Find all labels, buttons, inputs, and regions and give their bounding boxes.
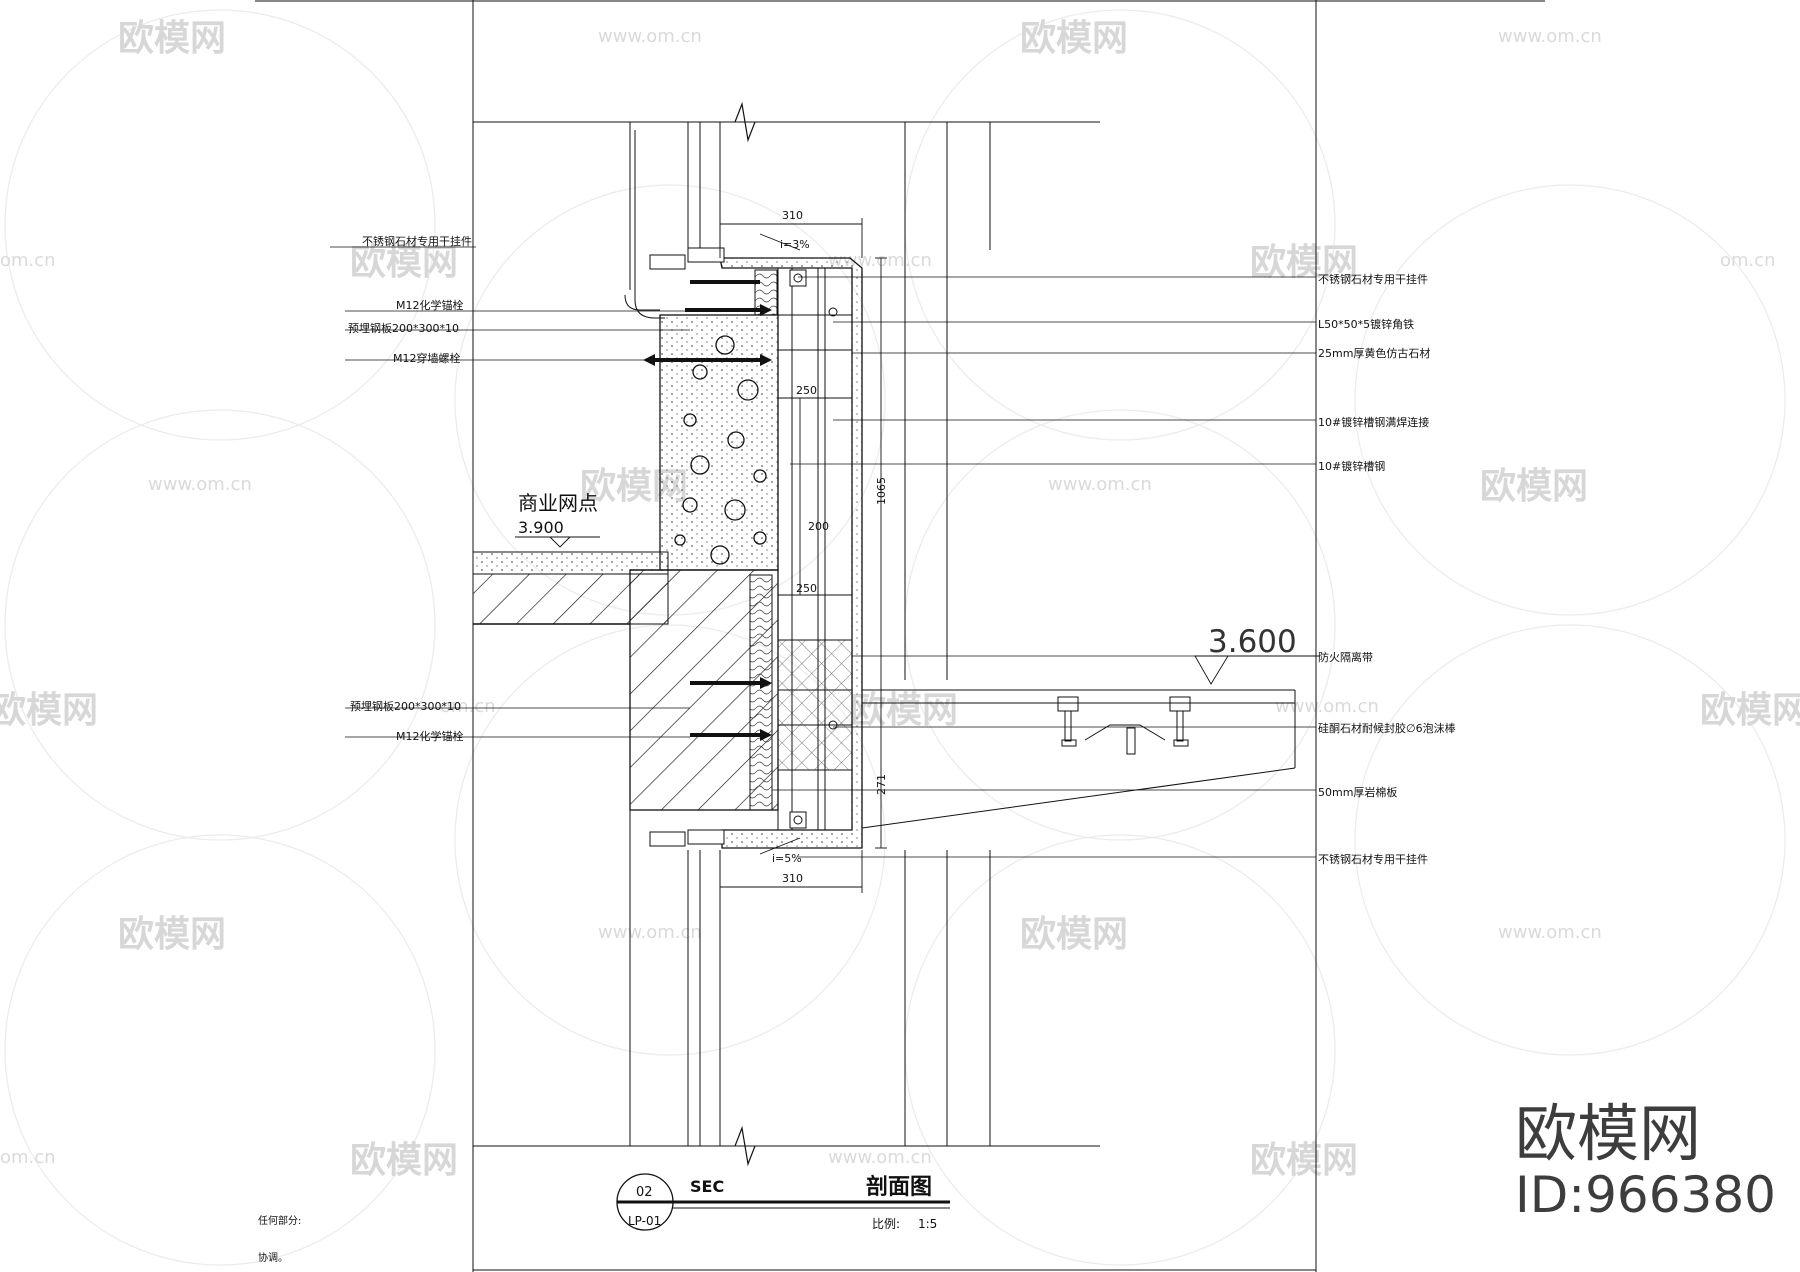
dimension-lines <box>719 218 887 893</box>
section-code: SEC <box>690 1177 724 1196</box>
callout-left-0: 不锈钢石材专用干挂件 <box>362 234 472 248</box>
watermark-url: www.om.cn <box>828 1147 932 1168</box>
brand-id: ID:966380 <box>1515 1166 1776 1224</box>
watermark-url: www.om.cn <box>148 474 252 495</box>
callout-left-5: M12化学锚栓 <box>396 729 464 743</box>
watermark-brand: 欧模网 <box>1250 1140 1358 1181</box>
dim-250-top: 250 <box>796 384 817 397</box>
watermark-brand: 欧模网 <box>1020 18 1128 59</box>
dim-bottom-width: 310 <box>782 872 803 885</box>
section-title: 剖面图 <box>866 1174 932 1200</box>
callout-right-3: 10#镀锌槽钢满焊连接 <box>1318 415 1429 429</box>
watermark-brand: 欧模网 <box>350 242 458 283</box>
watermark-url: om.cn <box>1720 250 1776 271</box>
callout-left-1: M12化学锚栓 <box>396 298 464 312</box>
level-upper: 3.900 <box>518 518 564 537</box>
dim-271: 271 <box>875 774 888 795</box>
window-frames <box>649 247 725 847</box>
watermark-url: www.om.cn <box>1275 696 1379 717</box>
leader-lines <box>330 246 1316 858</box>
callout-right-2: 25mm厚黄色仿古石材 <box>1318 346 1430 360</box>
slope-bottom: i=5% <box>772 852 802 865</box>
callout-left-3: M12穿墙螺栓 <box>393 351 461 365</box>
watermark-url: www.om.cn <box>598 26 702 47</box>
left-callouts: 不锈钢石材专用干挂件 M12化学锚栓 预埋钢板200*300*10 M12穿墙螺… <box>348 234 472 743</box>
break-marks <box>734 101 756 1167</box>
dim-250-bottom: 250 <box>796 582 817 595</box>
callout-right-7: 50mm厚岩棉板 <box>1318 785 1397 799</box>
callout-left-2: 预埋钢板200*300*10 <box>348 321 459 335</box>
watermark-brand: 欧模网 <box>0 690 98 731</box>
dim-top-width: 310 <box>782 209 803 222</box>
title-block: 02 LP-01 SEC 剖面图 比例: 1:5 任何部分: 协调。 <box>258 1173 950 1264</box>
watermark-url: om.cn <box>0 1147 56 1168</box>
frame-lines <box>255 0 1545 1272</box>
room-label: 商业网点 <box>518 491 598 515</box>
dim-height: 1065 <box>875 477 888 505</box>
watermark-brand: 欧模网 <box>1700 690 1800 731</box>
ceiling-detail <box>861 689 1296 829</box>
left-note-2: 协调。 <box>258 1251 288 1264</box>
sheet-number: LP-01 <box>628 1214 661 1228</box>
callout-right-8: 不锈钢石材专用干挂件 <box>1318 852 1428 866</box>
dim-200: 200 <box>808 520 829 533</box>
right-callouts: 不锈钢石材专用干挂件 L50*50*5镀锌角铁 25mm厚黄色仿古石材 10#镀… <box>1318 272 1456 866</box>
detail-number: 02 <box>636 1185 653 1200</box>
watermark-url: www.om.cn <box>598 922 702 943</box>
callout-left-4: 预埋钢板200*300*10 <box>350 699 461 713</box>
scale-label: 比例: <box>872 1217 900 1231</box>
watermark-url: www.om.cn <box>1498 922 1602 943</box>
watermark-brand: 欧模网 <box>1480 466 1588 507</box>
callout-right-5: 防火隔离带 <box>1318 650 1373 664</box>
watermark-url: om.cn <box>440 696 496 717</box>
watermark-url: om.cn <box>0 250 56 271</box>
watermark-brand: 欧模网 <box>118 914 226 955</box>
watermark-brand: 欧模网 <box>1020 914 1128 955</box>
level-lower: 3.600 <box>1208 624 1297 660</box>
level-marks: 商业网点 3.900 3.600 <box>515 491 1320 685</box>
watermark-brand: 欧模网 <box>118 18 226 59</box>
scale-value: 1:5 <box>918 1217 937 1231</box>
watermark-brand: 欧模网 <box>1250 242 1358 283</box>
brand-logo-text: 欧模网 <box>1515 1097 1701 1170</box>
left-note-1: 任何部分: <box>258 1214 301 1227</box>
watermark-brand: 欧模网 <box>350 1140 458 1181</box>
rockwool-insulation <box>749 269 778 811</box>
watermark-brand: 欧模网 <box>850 690 958 731</box>
callout-right-6: 硅酮石材耐候封胶∅6泡沫棒 <box>1318 721 1456 735</box>
callout-right-1: L50*50*5镀锌角铁 <box>1318 317 1414 331</box>
callout-right-4: 10#镀锌槽钢 <box>1318 459 1385 473</box>
brand-stamp: 欧模网 ID:966380 <box>1515 1097 1776 1224</box>
callout-right-0: 不锈钢石材专用干挂件 <box>1318 272 1428 286</box>
watermark-url: www.om.cn <box>1048 474 1152 495</box>
watermark-url: www.om.cn <box>1498 26 1602 47</box>
slope-top: i=3% <box>780 238 810 251</box>
watermark-layer: 欧模网 欧模网 欧模网 欧模网 欧模网 欧模网 欧模网 欧模网 欧模网 欧模网 … <box>0 9 1800 1266</box>
anchor-bolts <box>643 280 772 741</box>
